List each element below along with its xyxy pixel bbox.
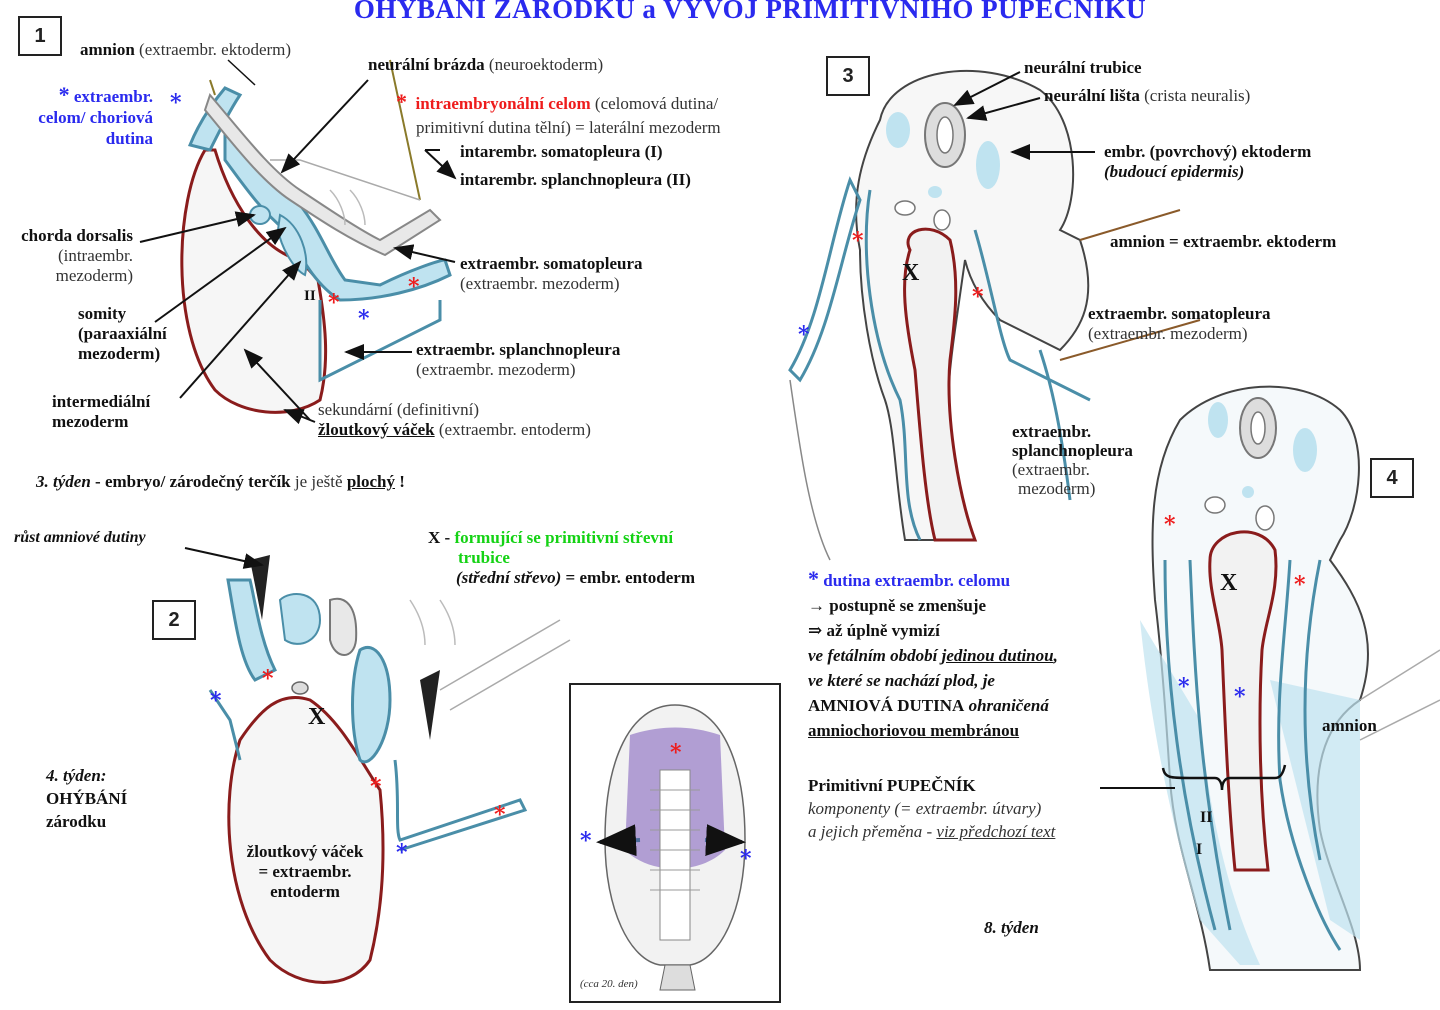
star-red-4a: *: [1164, 512, 1176, 538]
label-primitive-umbilical-cord: Primitivní PUPEČNÍK komponenty (= extrae…: [808, 776, 1056, 841]
label-neural-crest: neurální lišta (crista neuralis): [1044, 86, 1251, 105]
star-blue-1b: *: [358, 306, 370, 332]
inset-caption: (cca 20. den): [580, 978, 638, 990]
star-blue-inset-left: *: [580, 828, 592, 854]
star-red-1b: *: [408, 274, 420, 300]
panel-number-4: 4: [1370, 458, 1414, 498]
label-primitive-gut: X - formující se primitivní střevní trub…: [428, 528, 695, 587]
label-intra-somatopleura: intarembr. somatopleura (I): [460, 142, 663, 161]
embryo-diagram-4: [1100, 385, 1440, 971]
label-amnion-growth: růst amniové dutiny: [14, 529, 146, 546]
embryo-diagram-2: [184, 547, 571, 984]
star-blue-2a: *: [210, 688, 222, 714]
roman-ii-d4: II: [1200, 809, 1213, 826]
star-red-2a: *: [262, 666, 274, 692]
panel-number-1: 1: [18, 16, 62, 56]
embryo-diagram-3: [788, 70, 1201, 561]
panel-number-3: 3: [826, 56, 870, 96]
label-week-8: 8. týden: [984, 918, 1039, 937]
star-red-4b: *: [1294, 572, 1306, 598]
star-blue-4b: *: [1234, 684, 1246, 710]
roman-i-d4: I: [1196, 841, 1203, 858]
label-yolk-sac-2: žloutkový váček= extraembr.entoderm: [246, 842, 364, 901]
star-blue-1: *: [170, 90, 182, 116]
inset-embryo-dorsal-view: [569, 683, 781, 1003]
label-yolk-sac-1: sekundární (definitivní)žloutkový váček …: [318, 400, 591, 439]
star-red-2b: *: [370, 774, 382, 800]
label-extra-somatopleura: extraembr. somatopleura(extraembr. mezod…: [460, 254, 643, 293]
label-celom-explanation: * dutina extraembr. celomu → postupně se…: [808, 566, 1058, 740]
page-title: OHÝBÁNÍ ZÁRODKU a VÝVOJ PRIMITIVNÍHO PUP…: [353, 0, 1147, 24]
label-extra-somatopleura-d3: extraembr. somatopleura(extraembr. mezod…: [1088, 304, 1271, 343]
star-blue-3: *: [798, 322, 810, 348]
star-blue-4a: *: [1178, 674, 1190, 700]
label-notochord: chorda dorsalis(intraembr.mezoderm): [21, 226, 133, 285]
x-mark-d3: X: [902, 260, 920, 286]
label-neural-groove: neurální brázda (neuroektoderm): [368, 55, 604, 74]
label-neural-tube: neurální trubice: [1024, 58, 1142, 77]
x-mark-d4: X: [1220, 570, 1238, 596]
embryo-diagram-1: [139, 59, 457, 425]
star-red-3b: *: [972, 284, 984, 310]
star-red-inset: *: [670, 740, 682, 766]
label-amnion-d3: amnion = extraembr. ektoderm: [1110, 232, 1337, 251]
star-red-2c: *: [494, 802, 506, 828]
star-blue-inset-right: *: [740, 846, 752, 872]
label-intra-splanchnopleura: intarembr. splanchnopleura (II): [460, 170, 691, 189]
star-blue-2b: *: [396, 840, 408, 866]
panel-number-2: 2: [152, 600, 196, 640]
label-week-3: 3. týden - embryo/ zárodečný terčík je j…: [36, 472, 405, 491]
label-surface-ectoderm: embr. (povrchový) ektoderm(budoucí epide…: [1104, 142, 1312, 181]
x-mark-d2: X: [308, 704, 326, 730]
label-intraembryonic-celom-note: primitivní dutina tělní) = laterální mez…: [416, 118, 721, 137]
star-red-1a: *: [328, 290, 340, 316]
label-intraembryonic-celom: * intraembryonální celom (celomová dutin…: [396, 89, 719, 114]
star-red-3a: *: [852, 228, 864, 254]
label-extra-splanchnopleura-d3: extraembr.splanchnopleura(extraembr.mezo…: [1012, 422, 1133, 498]
label-extra-splanchnopleura: extraembr. splanchnopleura(extraembr. me…: [416, 340, 621, 379]
label-amnion: amnion (extraembr. ektoderm): [80, 40, 292, 59]
roman-ii-d1: II: [304, 288, 316, 304]
label-amnion-d4: amnion: [1322, 716, 1377, 735]
